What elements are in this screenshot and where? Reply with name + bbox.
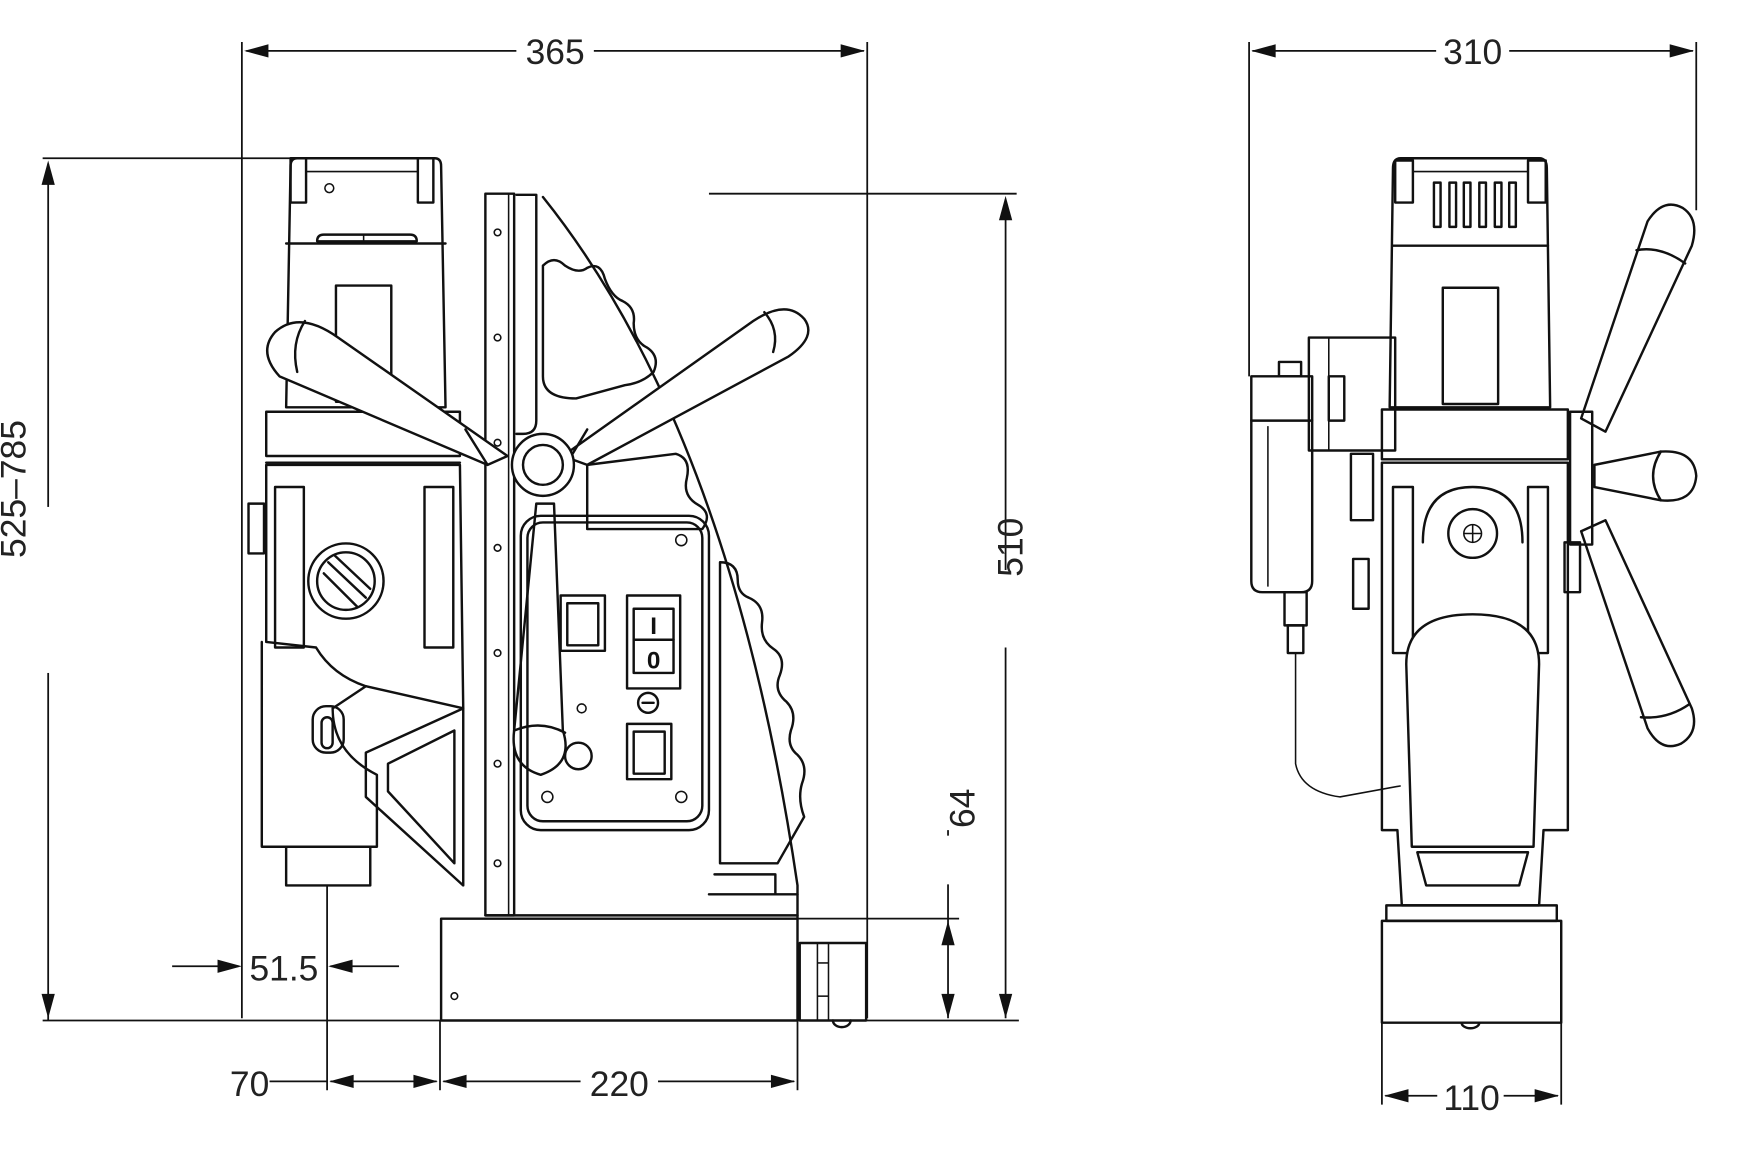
side-view-dimensions: 310 110 <box>1248 30 1698 1118</box>
magnet-switch <box>559 594 607 653</box>
dim-base-length: 220 <box>590 1064 649 1104</box>
speed-selector-knob <box>307 542 385 620</box>
side-view <box>1250 157 1698 1030</box>
reverse-switch <box>625 722 673 781</box>
front-view-dimensions: 365 525–785 510 64 51.5 <box>0 30 1030 1104</box>
magnet-base <box>439 917 868 1029</box>
switch-off-label: 0 <box>647 648 661 675</box>
front-view: I 0 <box>247 157 868 1029</box>
column <box>484 192 806 920</box>
side-feed-handles <box>1568 203 1698 748</box>
side-magnet-base <box>1380 904 1563 1030</box>
dim-spindle-to-base: 70 <box>230 1064 269 1104</box>
side-motor-housing <box>1380 157 1570 461</box>
dim-column-height: 510 <box>990 518 1030 577</box>
dim-overall-width: 365 <box>526 32 585 72</box>
dim-side-overall-width: 310 <box>1443 32 1502 72</box>
switch-on-label: I <box>650 613 657 640</box>
dim-height-range: 525–785 <box>0 420 34 558</box>
dim-spindle-offset: 51.5 <box>249 949 318 989</box>
dim-side-base-width: 110 <box>1443 1078 1499 1118</box>
motor-on-off-switch: I 0 <box>625 594 682 690</box>
feed-handles <box>266 308 810 777</box>
dim-base-height: 64 <box>943 789 983 828</box>
side-control-box <box>1250 336 1401 798</box>
control-panel: I 0 <box>519 514 711 832</box>
gearbox <box>247 463 465 887</box>
side-body <box>1351 461 1582 907</box>
